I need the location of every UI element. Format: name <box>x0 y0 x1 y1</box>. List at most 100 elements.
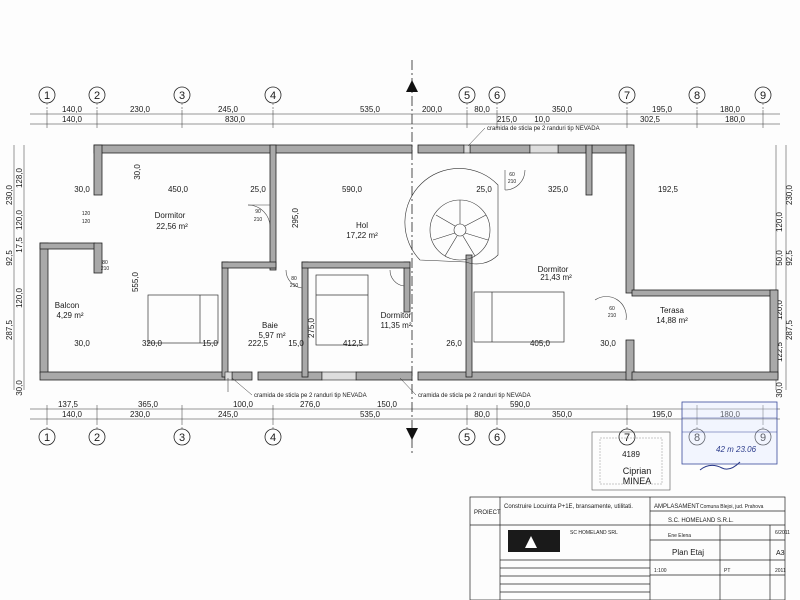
opening-label-1: 120 <box>82 211 91 217</box>
axis-top-4: 4 <box>270 90 276 102</box>
dim-right-6: 122,5 <box>775 341 784 362</box>
note-glass-bottom-left: cramida de sticla pe 2 randuri tip NEVAD… <box>254 393 367 399</box>
axis-top-3: 3 <box>179 90 185 102</box>
opening-label-6: 210 <box>254 217 263 223</box>
axis-bottom-6: 6 <box>494 432 500 444</box>
int-dim-v-4: 275,0 <box>307 317 316 338</box>
tb-amplasament-value: Comuna Blejoi, jud. Prahova <box>700 504 764 510</box>
dim-top2-3: 215,0 <box>497 115 518 124</box>
axis-top-1: 1 <box>44 90 50 102</box>
tb-drawing-title: Plan Etaj <box>672 548 704 557</box>
dim-top2-6: 180,0 <box>725 115 746 124</box>
axis-bottom-9: 9 <box>760 432 766 444</box>
axis-bottom-5: 5 <box>464 432 470 444</box>
room-dormitor-1-name: Dormitor <box>155 211 186 220</box>
int-dim-v-1: 30,0 <box>133 164 142 180</box>
int-dim-r2-2: 320,0 <box>142 339 163 348</box>
room-hol-name: Hol <box>356 221 368 230</box>
int-dim-r1-7: 192,5 <box>658 185 679 194</box>
dim-top2-1: 140,0 <box>62 115 83 124</box>
dim-top-7: 350,0 <box>552 105 573 114</box>
tb-proiect-value: Construire Locuinta P+1E, bransamente, u… <box>504 504 633 510</box>
dim-top2-2: 830,0 <box>225 115 246 124</box>
dim-bot-4: 276,0 <box>300 400 321 409</box>
axis-bottom-3: 3 <box>179 432 185 444</box>
axis-bottom-4: 4 <box>270 432 276 444</box>
dim-right-5: 120,0 <box>775 299 784 320</box>
dim-bot-3: 100,0 <box>233 400 254 409</box>
room-balcon-name: Balcon <box>55 301 79 310</box>
section-cut-line <box>406 60 418 455</box>
dim-top-8: 195,0 <box>652 105 673 114</box>
axis-top-6: 6 <box>494 90 500 102</box>
int-dim-r1-5: 25,0 <box>476 185 492 194</box>
dim-bot-2: 365,0 <box>138 400 159 409</box>
dim-bot-1: 137,5 <box>58 400 79 409</box>
door-swings <box>227 169 627 392</box>
opening-label-9: 60 <box>609 306 615 312</box>
tb-proiect-label: PROIECT <box>474 510 501 516</box>
dim-top2-4: 10,0 <box>534 115 550 124</box>
opening-label-3: 80 <box>102 260 108 266</box>
dimension-lines <box>13 103 787 429</box>
dim-top2-5: 302,5 <box>640 115 661 124</box>
architect-stamp <box>591 431 671 491</box>
room-baie-area: 5,97 m² <box>258 331 285 340</box>
dim-bot2-7: 195,0 <box>652 410 673 419</box>
beds <box>147 274 565 346</box>
tb-amplasament-label: AMPLASAMENT <box>654 504 700 510</box>
stamp-last-name: MINEA <box>623 476 652 486</box>
room-baie-name: Baie <box>262 321 279 330</box>
int-dim-r2-7: 26,0 <box>446 339 462 348</box>
walls <box>39 144 779 381</box>
opening-label-7: 60 <box>509 172 515 178</box>
axis-bottom-1: 1 <box>44 432 50 444</box>
company-logo <box>508 530 560 552</box>
dim-left-4: 92,5 <box>5 250 14 266</box>
axis-top <box>38 86 772 104</box>
room-hol-area: 17,22 m² <box>346 231 378 240</box>
int-dim-r1-1: 30,0 <box>74 185 90 194</box>
note-glass-bottom-right: cramida de sticla pe 2 randuri tip NEVAD… <box>418 393 531 399</box>
dim-left-7: 287,5 <box>5 319 14 340</box>
int-dim-r2-5: 15,0 <box>288 339 304 348</box>
int-dim-r2-4: 222,5 <box>248 339 269 348</box>
dim-left-6: 120,0 <box>15 287 24 308</box>
dim-left-5: 17,5 <box>15 237 24 253</box>
stamp-first-name: Ciprian <box>623 466 652 476</box>
opening-label-10: 210 <box>608 313 617 319</box>
tb-format: A3 <box>776 550 785 557</box>
dim-bot2-1: 140,0 <box>62 410 83 419</box>
dim-left-2: 128,0 <box>15 167 24 188</box>
opening-label-8: 210 <box>508 179 517 185</box>
approval-stamp-text: 42 m 23.06 <box>716 445 757 454</box>
opening-label-12: 210 <box>290 283 299 289</box>
int-dim-r2-6: 412,5 <box>343 339 364 348</box>
int-dim-r1-4: 590,0 <box>342 185 363 194</box>
dim-top-2: 230,0 <box>130 105 151 114</box>
approval-stamp <box>681 401 778 471</box>
dim-bot2-8: 180,0 <box>720 410 741 419</box>
tb-nr-proiect: 6/2011 <box>775 530 790 536</box>
room-dormitor-3-name: Dormitor <box>538 265 569 274</box>
int-dim-v-3: 295,0 <box>291 207 300 228</box>
tb-faza: PT <box>724 568 730 574</box>
spiral-stair <box>404 168 499 265</box>
dim-right-1: 230,0 <box>785 184 794 205</box>
room-balcon-area: 4,29 m² <box>56 311 83 320</box>
dim-top-4: 535,0 <box>360 105 381 114</box>
axis-top-5: 5 <box>464 90 470 102</box>
dim-top-1: 140,0 <box>62 105 83 114</box>
room-dormitor-2-name: Dormitor <box>381 311 412 320</box>
dim-right-2: 120,0 <box>775 211 784 232</box>
logo-mark-icon <box>525 536 537 548</box>
int-dim-r2-8: 405,0 <box>530 339 551 348</box>
tb-owner: Ene Elena <box>668 533 691 539</box>
dim-bot-5: 150,0 <box>377 400 398 409</box>
axis-bottom <box>38 428 772 446</box>
title-block <box>469 496 786 600</box>
opening-label-2: 120 <box>82 219 91 225</box>
dim-left-3: 120,0 <box>15 209 24 230</box>
